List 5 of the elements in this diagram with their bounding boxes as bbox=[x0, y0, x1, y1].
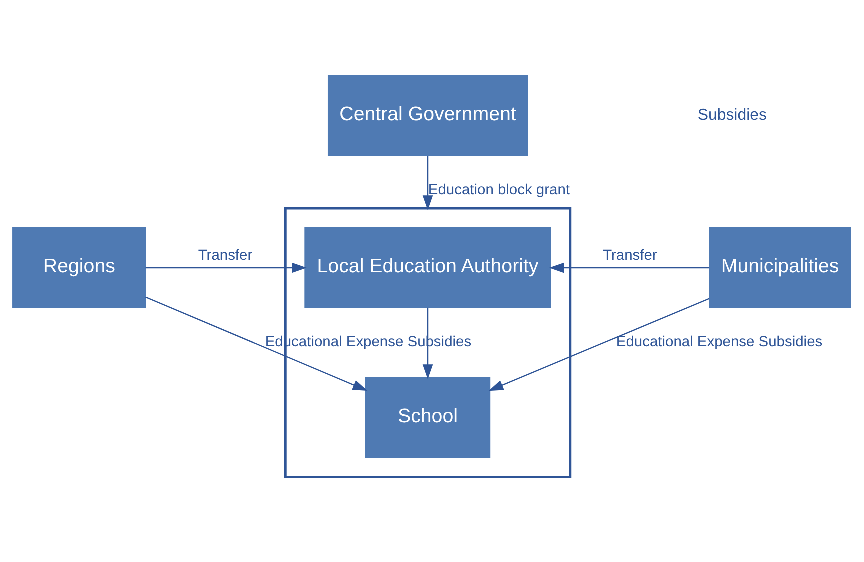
edge-label: Educational Expense Subsidies bbox=[616, 334, 823, 350]
edge-label: Education block grant bbox=[428, 182, 570, 198]
edge-label: Transfer bbox=[198, 248, 253, 264]
edge-label: Transfer bbox=[603, 248, 658, 264]
label: Subsidies bbox=[698, 106, 767, 124]
